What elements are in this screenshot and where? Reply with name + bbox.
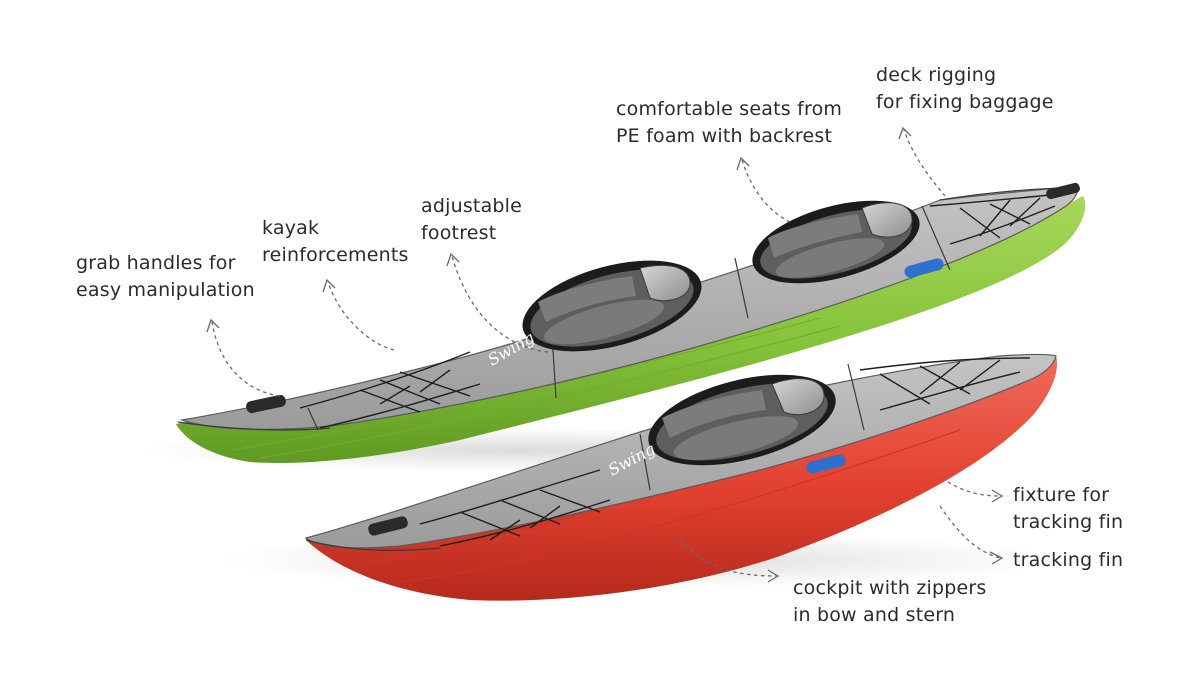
label-reinforcements: kayak reinforcements xyxy=(262,215,409,269)
green-hull-ridges xyxy=(231,317,841,459)
label-footrest: adjustable footrest xyxy=(421,193,522,247)
label-line: tracking fin xyxy=(1013,511,1124,533)
label-seats: comfortable seats from PE foam with back… xyxy=(616,96,842,150)
red-gumotex-badge xyxy=(806,454,846,474)
leader-grab-handles xyxy=(211,321,281,397)
label-line: in bow and stern xyxy=(793,604,956,626)
leader-reinforcements xyxy=(327,281,395,351)
label-cockpit: cockpit with zippers in bow and stern xyxy=(793,575,986,629)
leader-cockpit xyxy=(679,539,777,577)
green-gumotex-badge xyxy=(904,258,944,278)
label-line: adjustable xyxy=(421,195,523,217)
red-bow-handle xyxy=(368,516,408,536)
label-line: grab handles for xyxy=(76,252,236,274)
label-line: deck rigging xyxy=(876,64,997,86)
label-tracking-fin: tracking fin xyxy=(1013,547,1123,574)
green-bow-handle xyxy=(246,394,286,414)
leader-tracking-fin xyxy=(939,505,1001,559)
label-line: tracking fin xyxy=(1013,549,1124,571)
green-stern-handle xyxy=(1046,182,1080,200)
green-rear-cockpit xyxy=(752,200,920,284)
label-line: cockpit with zippers xyxy=(793,577,987,599)
label-line: PE foam with backrest xyxy=(616,125,833,147)
label-fixture: fixture for tracking fin xyxy=(1013,482,1123,536)
green-front-cockpit xyxy=(522,260,702,352)
label-line: kayak xyxy=(262,217,320,239)
leader-fixture xyxy=(941,477,1001,497)
label-line: for fixing baggage xyxy=(876,91,1054,113)
leader-lines xyxy=(206,126,1004,583)
label-line: comfortable seats from xyxy=(616,98,843,120)
label-line: fixture for xyxy=(1013,484,1110,506)
label-grab-handles: grab handles for easy manipulation xyxy=(76,250,255,304)
label-line: footrest xyxy=(421,222,497,244)
green-kayak: Swing xyxy=(176,182,1086,464)
label-line: reinforcements xyxy=(262,244,409,266)
label-deck-rigging: deck rigging for fixing baggage xyxy=(876,62,1054,116)
leader-seats xyxy=(741,159,791,223)
leader-deck-rigging xyxy=(903,129,946,197)
red-kayak: Swing xyxy=(304,353,1058,601)
label-line: easy manipulation xyxy=(76,279,255,301)
red-cockpit xyxy=(648,374,836,466)
